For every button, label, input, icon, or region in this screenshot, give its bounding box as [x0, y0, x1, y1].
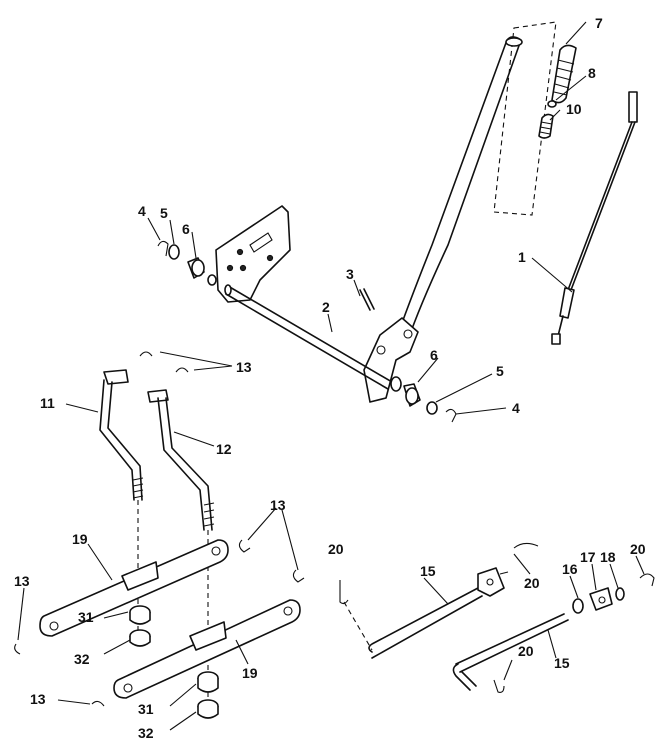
lift-link-11 — [99, 369, 144, 501]
callout-8: 8 — [588, 65, 596, 81]
callout-13-top: 13 — [236, 359, 252, 375]
nut-set-left — [129, 605, 151, 647]
callout-5-right: 5 — [496, 363, 504, 379]
callout-32-right: 32 — [138, 725, 154, 741]
callout-6-left: 6 — [182, 221, 190, 237]
lift-handle — [363, 21, 557, 403]
mount-bracket — [215, 205, 291, 303]
hairpin-side-2 — [292, 569, 305, 583]
knob-part — [538, 113, 554, 139]
lift-cable — [551, 91, 638, 345]
callout-7: 7 — [595, 15, 603, 31]
callout-20-mid: 20 — [524, 575, 540, 591]
rod-upper-centerline — [343, 601, 373, 651]
rod-upper — [368, 567, 509, 659]
callout-20-right: 20 — [630, 541, 646, 557]
hairpin-top-1 — [139, 351, 153, 357]
cotter-pin-3 — [493, 679, 505, 693]
callout-31-left: 31 — [78, 609, 94, 625]
callout-19-upper: 19 — [72, 531, 88, 547]
callout-32-left: 32 — [74, 651, 90, 667]
callout-3: 3 — [346, 266, 354, 282]
rod-lower — [452, 613, 569, 691]
leader-lines — [17, 21, 645, 731]
cotter-pin-2 — [513, 542, 539, 549]
lift-link-12 — [147, 389, 215, 531]
callout-4-right: 4 — [512, 400, 520, 416]
cotter-pin-1 — [339, 580, 349, 605]
left-shaft-hardware — [157, 240, 217, 286]
callout-16: 16 — [562, 561, 578, 577]
callout-20-left: 20 — [328, 541, 344, 557]
callout-5-left: 5 — [160, 205, 168, 221]
callout-13-left: 13 — [14, 573, 30, 589]
ring-part — [547, 100, 557, 108]
callout-31-right: 31 — [138, 701, 154, 717]
callout-13-side: 13 — [270, 497, 286, 513]
callout-15-lower: 15 — [554, 655, 570, 671]
callout-1: 1 — [518, 249, 526, 265]
callout-11: 11 — [40, 395, 55, 411]
cross-shaft — [224, 284, 393, 390]
callout-10: 10 — [566, 101, 582, 117]
callout-15-upper: 15 — [420, 563, 436, 579]
callout-2: 2 — [322, 299, 330, 315]
rod-end-hardware — [572, 573, 655, 614]
hairpin-left — [14, 643, 21, 655]
callout-18: 18 — [600, 549, 616, 565]
right-shaft-hardware — [390, 376, 457, 423]
nut-set-right — [197, 671, 219, 719]
callout-4-left: 4 — [138, 203, 146, 219]
callout-6-right: 6 — [430, 347, 438, 363]
lift-arm-upper — [39, 539, 229, 637]
callout-20-bottom: 20 — [518, 643, 534, 659]
callout-13-bottom: 13 — [30, 691, 46, 707]
hairpin-bottom — [91, 700, 105, 707]
hairpin-side-1 — [238, 539, 251, 553]
lift-arm-lower — [113, 599, 301, 699]
hairpin-top-2 — [175, 367, 189, 373]
callout-17: 17 — [580, 549, 596, 565]
callout-labels: 1 2 3 4 5 6 7 8 10 6 5 4 13 11 12 19 13 … — [14, 15, 646, 741]
callout-19-lower: 19 — [242, 665, 258, 681]
callout-12: 12 — [216, 441, 232, 457]
pin-part — [359, 288, 375, 311]
